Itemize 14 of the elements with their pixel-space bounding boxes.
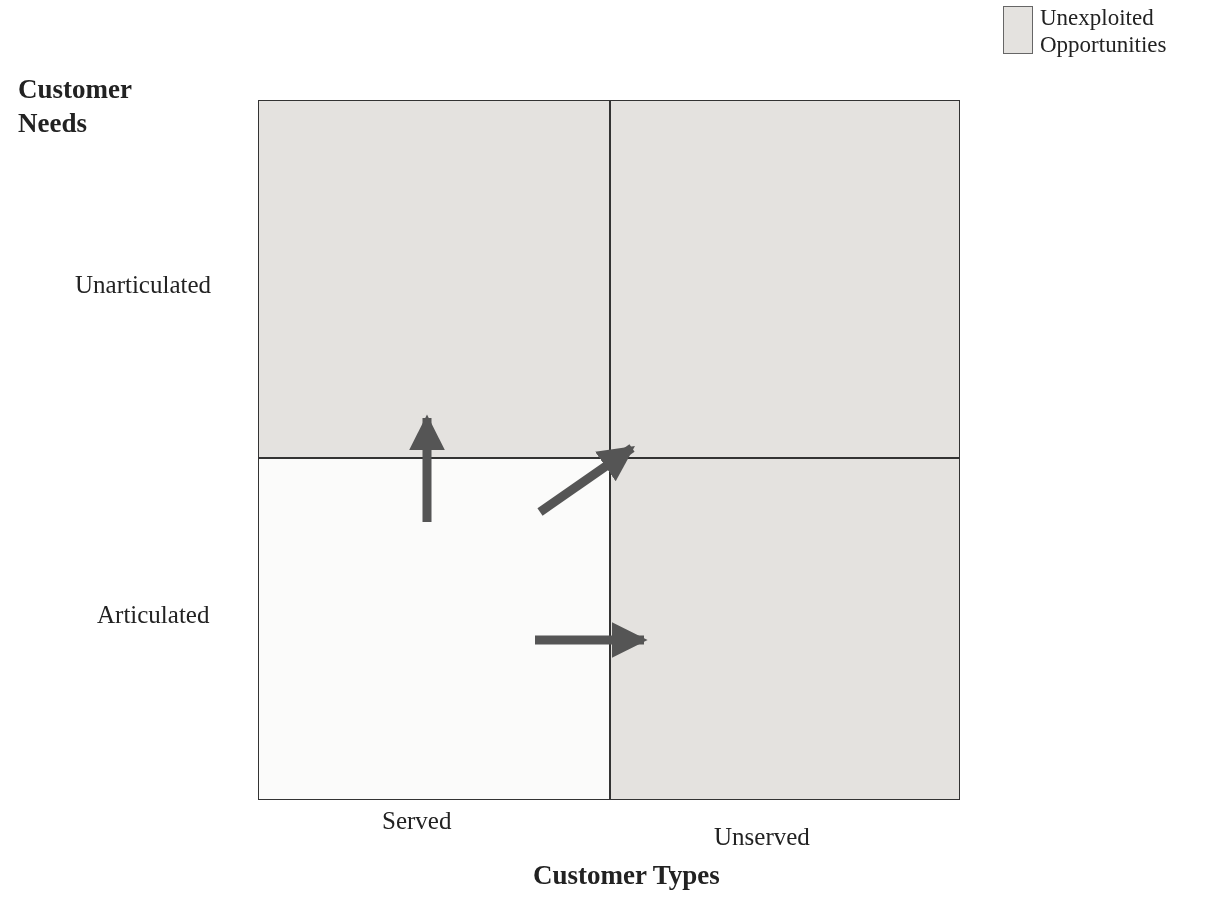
arrow	[535, 622, 648, 658]
legend-label: Unexploited Opportunities	[1040, 4, 1168, 58]
quadrant-box	[258, 458, 610, 800]
axis-label: Articulated	[97, 600, 211, 630]
axis-label: Unserved	[714, 822, 811, 852]
axis-title: Customer Needs	[18, 73, 133, 140]
arrow	[409, 414, 445, 522]
axis-title: Customer Types	[533, 859, 721, 892]
arrow	[537, 444, 635, 516]
quadrant-box	[258, 100, 610, 458]
quadrant-box	[610, 100, 960, 458]
axis-label: Served	[382, 806, 453, 836]
quadrant-box	[610, 458, 960, 800]
axis-label: Unarticulated	[75, 270, 213, 300]
